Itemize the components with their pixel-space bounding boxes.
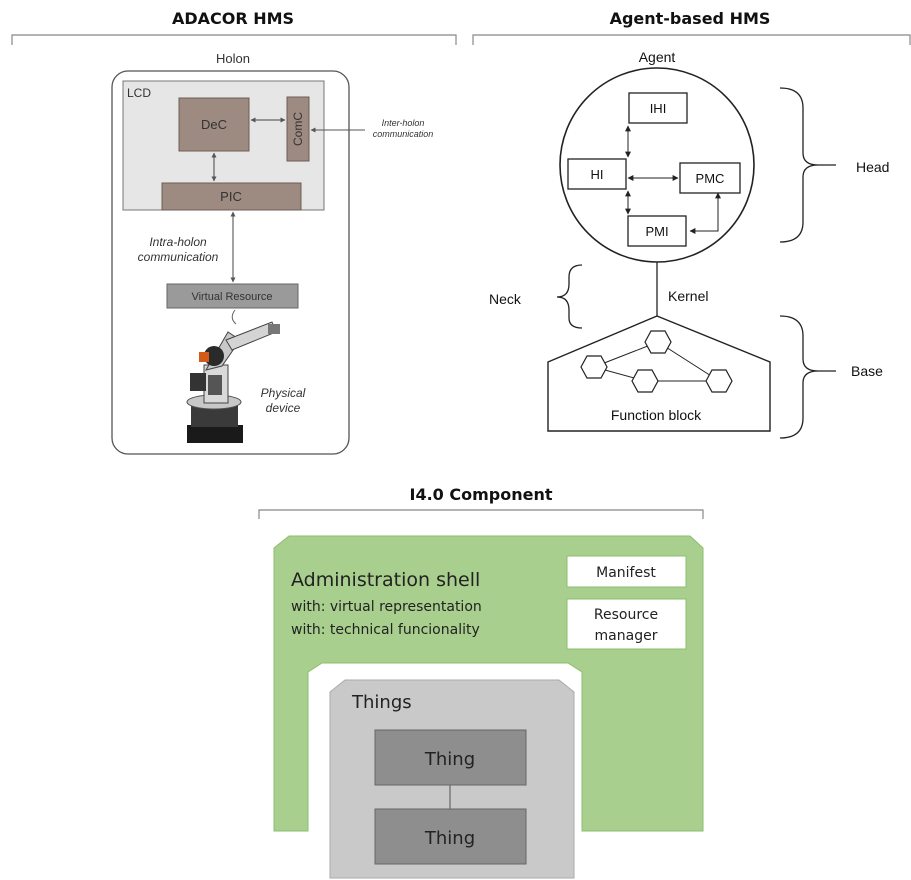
base-brace <box>779 315 819 439</box>
pmi-label: PMI <box>645 224 668 239</box>
things-label: Things <box>351 692 412 713</box>
inter-holon-line2: communication <box>373 129 434 139</box>
pmc-label: PMC <box>696 171 725 186</box>
ihi-box <box>628 92 688 124</box>
inter-holon-line1: Inter-holon <box>382 118 425 128</box>
i40-section: I4.0 Component Administration shell with… <box>258 485 704 879</box>
holon-label: Holon <box>216 51 250 66</box>
neck-brace <box>556 264 583 329</box>
thing-bottom-box <box>374 808 527 865</box>
manifest-box <box>566 555 687 588</box>
head-brace <box>779 87 819 243</box>
adacor-bracket <box>11 34 457 45</box>
pmc-pmi-arrow <box>689 192 721 234</box>
adacor-section: ADACOR HMS Holon LCD DeC ComC PIC Inter-… <box>11 9 457 455</box>
thing-top-box <box>374 729 527 786</box>
comc-label: ComC <box>291 112 305 146</box>
device-cable <box>231 309 237 325</box>
resource-manager-line1: Resource <box>594 607 658 623</box>
function-block-network <box>580 330 733 393</box>
shell-line2: with: technical funcionality <box>291 622 480 638</box>
agent-section: Agent-based HMS Agent IHI HI PMC PMI Hea… <box>472 9 911 439</box>
i40-bracket <box>258 509 704 519</box>
base-pentagon <box>547 315 771 432</box>
ihi-label: IHI <box>650 101 667 116</box>
resource-manager-box <box>566 598 687 650</box>
i40-title: I4.0 Component <box>410 485 553 504</box>
physical-device-line1: Physical <box>261 386 306 400</box>
resource-manager-line2: manager <box>595 628 658 644</box>
hi-box <box>567 158 627 190</box>
pic-box <box>161 182 302 211</box>
hi-label: HI <box>591 167 604 182</box>
neck-label: Neck <box>489 291 522 307</box>
kernel-label: Kernel <box>668 288 708 304</box>
agent-label: Agent <box>639 49 676 65</box>
intra-holon-line1: Intra-holon <box>149 235 207 249</box>
intra-holon-line2: communication <box>138 250 219 264</box>
adacor-title: ADACOR HMS <box>172 9 294 28</box>
pmi-box <box>627 215 687 247</box>
agent-title: Agent-based HMS <box>610 9 771 28</box>
pmc-box <box>679 162 741 194</box>
dec-label: DeC <box>201 117 227 132</box>
lcd-label: LCD <box>127 86 151 100</box>
physical-device-line2: device <box>266 401 301 415</box>
thing-top-label: Thing <box>424 749 475 770</box>
robot-arm-image <box>186 321 280 443</box>
virtual-resource-box <box>166 283 299 309</box>
dec-box <box>178 97 250 152</box>
agent-bracket <box>472 34 911 45</box>
base-label: Base <box>851 363 883 379</box>
virtual-resource-label: Virtual Resource <box>191 291 272 303</box>
head-label: Head <box>856 159 889 175</box>
manifest-label: Manifest <box>596 565 656 581</box>
shell-line1: with: virtual representation <box>291 599 482 615</box>
thing-bottom-label: Thing <box>424 828 475 849</box>
pic-label: PIC <box>220 189 242 204</box>
function-block-label: Function block <box>611 407 702 423</box>
comc-box <box>286 96 310 162</box>
shell-title: Administration shell <box>291 569 480 591</box>
